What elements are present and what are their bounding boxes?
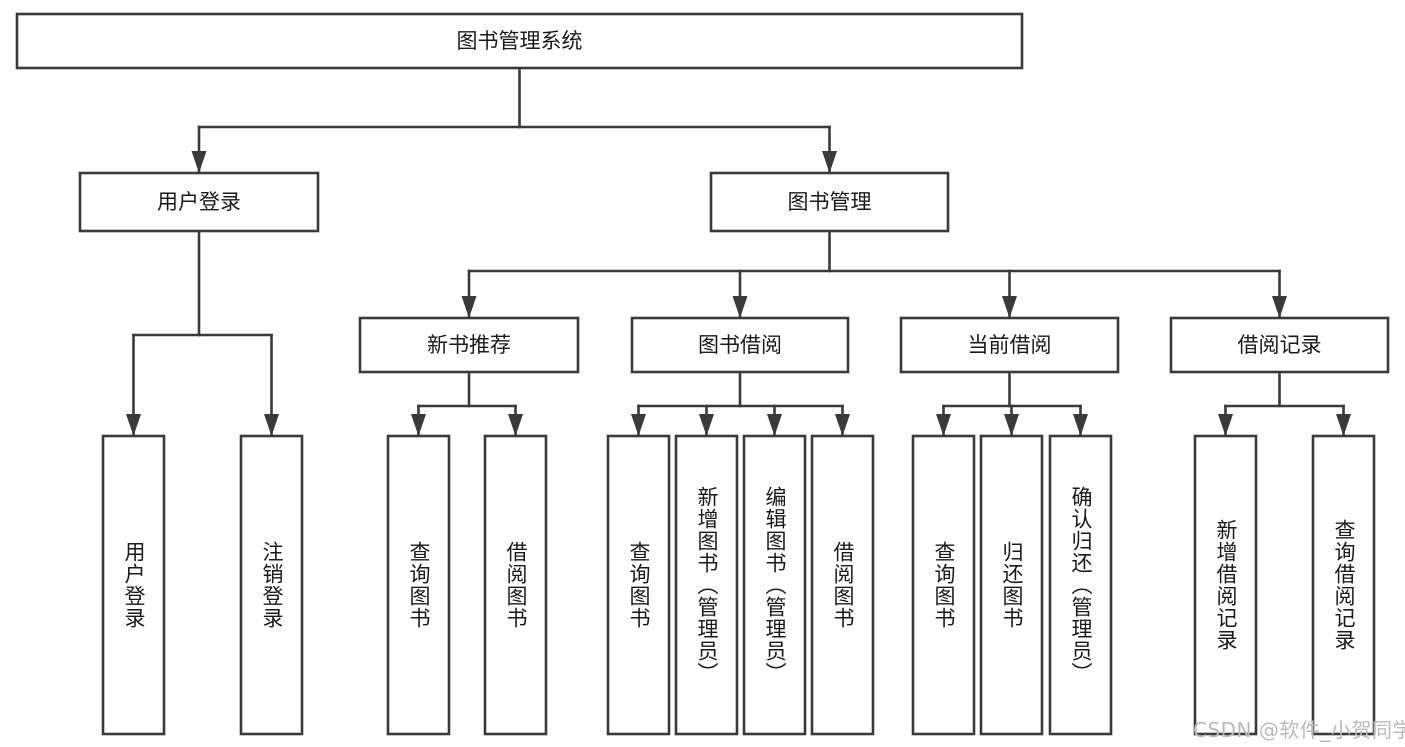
level3-1-2-to-leaves-arrow-0 (936, 414, 951, 436)
node-leaf-查询图书[interactable] (606, 434, 671, 736)
node-level3-当前借阅-label: 当前借阅 (968, 333, 1052, 357)
level2-0-to-children-arrow-0 (126, 414, 141, 436)
level2-1-to-children-arrow-2 (1002, 296, 1017, 318)
root-to-level2-arrow-0 (191, 151, 207, 173)
node-leaf-确认归还管理员[interactable] (1048, 434, 1113, 736)
node-level3-新书推荐-label: 新书推荐 (427, 333, 511, 357)
level3-1-1-to-leaves-arrow-2 (767, 414, 782, 436)
level3-1-1-to-leaves-arrow-3 (835, 414, 850, 436)
level2-1-to-children-arrow-0 (461, 296, 477, 318)
node-level3-借阅记录-label: 借阅记录 (1238, 333, 1322, 357)
node-level2-图书管理[interactable] (709, 171, 950, 233)
connectors-layer (126, 66, 1351, 438)
node-leaf-新增图书管理员[interactable] (674, 434, 739, 736)
node-leaf-新增借阅记录[interactable] (1193, 434, 1258, 736)
level3-1-3-to-leaves-arrow-1 (1336, 414, 1351, 436)
node-level2-图书管理-label: 图书管理 (788, 190, 872, 214)
node-level3-图书借阅[interactable] (630, 316, 850, 374)
level3-1-2-to-leaves-arrow-1 (1004, 414, 1019, 436)
root-to-level2-arrow-1 (822, 151, 837, 173)
node-level3-借阅记录[interactable] (1169, 316, 1390, 374)
node-leaf-查询借阅记录[interactable] (1311, 434, 1376, 736)
level3-1-1-to-leaves-arrow-0 (631, 414, 646, 436)
node-level3-新书推荐[interactable] (358, 316, 580, 374)
node-leaf-查询图书[interactable] (911, 434, 976, 736)
node-level3-当前借阅[interactable] (899, 316, 1120, 374)
node-level2-用户登录-label: 用户登录 (157, 190, 241, 214)
node-leaf-编辑图书管理员[interactable] (742, 434, 807, 736)
level2-0-to-children-arrow-1 (264, 414, 279, 436)
level2-1-to-children-arrow-1 (732, 296, 748, 318)
node-root-图书管理系统-label: 图书管理系统 (457, 29, 583, 53)
level3-1-3-to-leaves-arrow-0 (1218, 414, 1233, 436)
node-leaf-归还图书[interactable] (979, 434, 1044, 736)
level3-1-1-to-leaves-arrow-1 (699, 414, 714, 436)
level2-1-to-children-arrow-3 (1272, 296, 1287, 318)
node-leaf-查询图书[interactable] (386, 434, 451, 736)
node-leaf-用户登录[interactable] (101, 434, 166, 736)
node-leaf-借阅图书[interactable] (483, 434, 548, 736)
node-level3-图书借阅-label: 图书借阅 (698, 333, 782, 357)
node-leaf-借阅图书[interactable] (810, 434, 875, 736)
node-root-图书管理系统[interactable] (15, 12, 1024, 70)
node-leaf-注销登录[interactable] (239, 434, 304, 736)
level3-1-2-to-leaves-arrow-2 (1073, 414, 1088, 436)
boxes-layer (15, 12, 1390, 736)
level3-1-0-to-leaves-arrow-1 (508, 414, 523, 436)
node-level2-用户登录[interactable] (78, 171, 320, 233)
level3-1-0-to-leaves-arrow-0 (411, 414, 426, 436)
csdn-watermark: CSDN @软件_小贺同学 (1193, 718, 1405, 742)
